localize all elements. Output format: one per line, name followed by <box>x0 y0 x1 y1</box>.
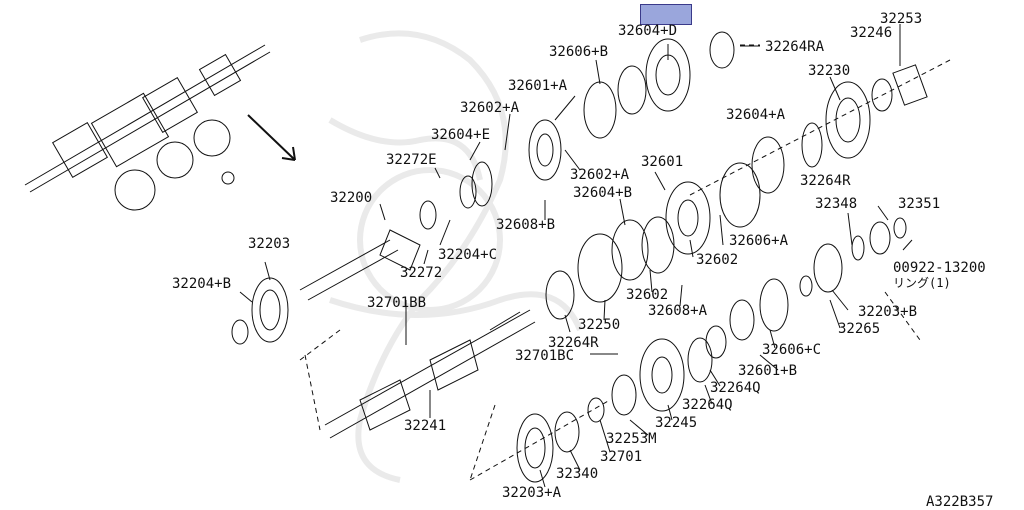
callout-32608-b[interactable]: 32608+B <box>496 217 556 233</box>
callout-32264q-1[interactable]: 32264Q <box>710 380 761 396</box>
callout-32265[interactable]: 32265 <box>838 321 881 337</box>
callout-32272e[interactable]: 32272E <box>386 152 437 168</box>
callout-32601-b[interactable]: 32601+B <box>738 363 798 379</box>
callout-32701bb[interactable]: 32701BB <box>367 295 427 311</box>
callout-32604-d[interactable]: 32604+D <box>618 23 678 39</box>
callout-32204-b[interactable]: 32204+B <box>172 276 232 292</box>
assembled-shaft-illustration <box>24 44 271 211</box>
watermark-emblem <box>328 30 583 483</box>
callout-32608-a[interactable]: 32608+A <box>648 303 708 319</box>
ring-quantity-note: リング(1) <box>893 276 951 290</box>
right-small-parts <box>705 217 907 359</box>
callout-32204-c[interactable]: 32204+C <box>438 247 498 263</box>
callout-32340[interactable]: 32340 <box>556 466 599 482</box>
callout-32604-b[interactable]: 32604+B <box>573 185 633 201</box>
callout-32272[interactable]: 32272 <box>400 265 443 281</box>
highlighted-part-marker[interactable] <box>640 4 692 25</box>
direction-arrow <box>247 114 296 161</box>
callout-32253[interactable]: 32253 <box>880 11 923 27</box>
counter-shaft-32241 <box>324 309 536 439</box>
callout-32602-a-top[interactable]: 32602+A <box>460 100 520 116</box>
callout-32604-a[interactable]: 32604+A <box>726 107 786 123</box>
callout-32701[interactable]: 32701 <box>600 449 643 465</box>
callout-32264r-right[interactable]: 32264R <box>800 173 851 189</box>
callout-32351[interactable]: 32351 <box>898 196 941 212</box>
callout-32203-a[interactable]: 32203+A <box>502 485 562 501</box>
callout-32250[interactable]: 32250 <box>578 317 621 333</box>
callout-32264r-lower[interactable]: 32264R <box>548 335 599 351</box>
callout-32606-c[interactable]: 32606+C <box>762 342 822 358</box>
dashed-reference-lines <box>299 44 951 481</box>
callout-32245[interactable]: 32245 <box>655 415 698 431</box>
main-shaft-32200 <box>299 161 493 301</box>
leader-lines <box>239 24 913 488</box>
callout-32602-a-mid[interactable]: 32602+A <box>570 167 630 183</box>
callout-32606-a[interactable]: 32606+A <box>729 233 789 249</box>
bearing-32203 <box>231 277 289 345</box>
callout-32264q-2[interactable]: 32264Q <box>682 397 733 413</box>
callout-32203-b[interactable]: 32203+B <box>858 304 918 320</box>
callout-32601[interactable]: 32601 <box>641 154 684 170</box>
callout-32602-mid[interactable]: 32602 <box>626 287 669 303</box>
callout-32601-a[interactable]: 32601+A <box>508 78 568 94</box>
callout-32604-e[interactable]: 32604+E <box>431 127 491 143</box>
callout-32602-right[interactable]: 32602 <box>696 252 739 268</box>
callout-32241[interactable]: 32241 <box>404 418 447 434</box>
callout-32606-b[interactable]: 32606+B <box>549 44 609 60</box>
upper-synchro-cluster <box>528 31 928 320</box>
callout-32348[interactable]: 32348 <box>815 196 858 212</box>
callout-00922-13200[interactable]: 00922-13200 <box>893 260 986 276</box>
callout-32264ra[interactable]: 32264RA <box>765 39 825 55</box>
callout-32246[interactable]: 32246 <box>850 25 893 41</box>
callout-32230[interactable]: 32230 <box>808 63 851 79</box>
callout-32200[interactable]: 32200 <box>330 190 373 206</box>
callout-32253m[interactable]: 32253M <box>606 431 657 447</box>
callout-32701bc[interactable]: 32701BC <box>515 348 575 364</box>
diagram-reference-id: A322B357 <box>926 494 994 510</box>
callout-32203[interactable]: 32203 <box>248 236 291 252</box>
